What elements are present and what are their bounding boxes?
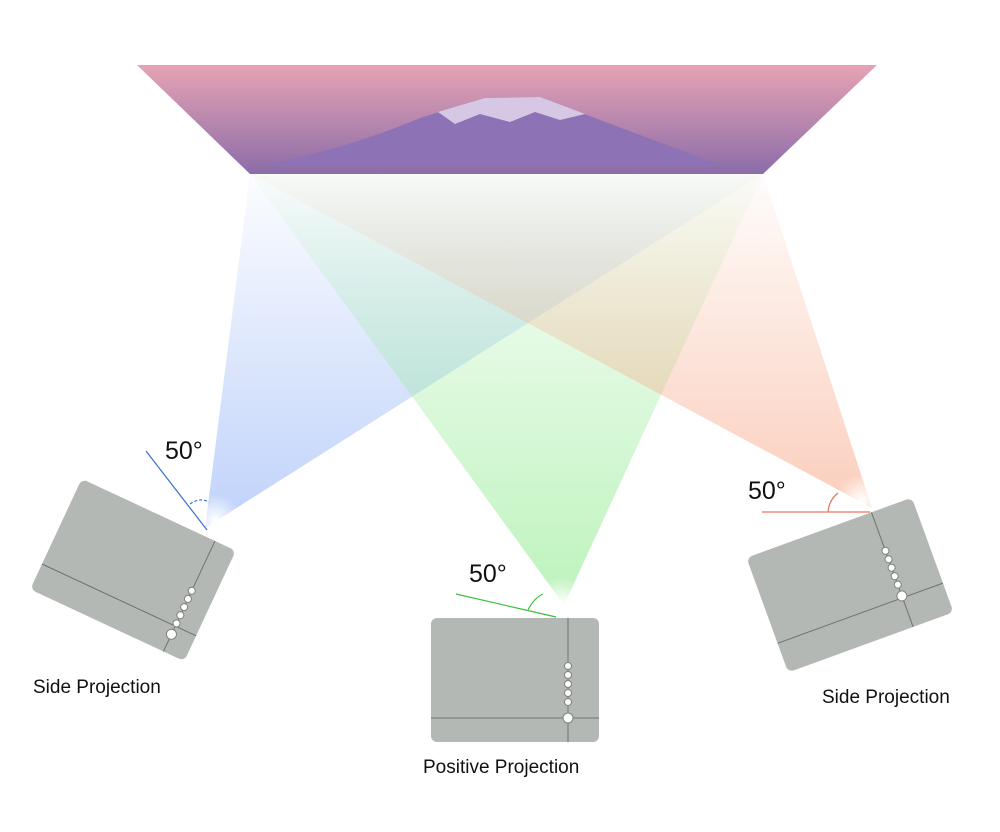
projector-center [431, 618, 599, 742]
angle-label-right: 50° [748, 477, 786, 506]
angle-label-left: 50° [165, 437, 203, 466]
projection-screen [137, 65, 877, 174]
projector-body [431, 618, 599, 742]
caption-center-projector: Positive Projection [423, 757, 579, 779]
projector-right [746, 498, 953, 673]
angle-label-center: 50° [469, 560, 507, 589]
caption-right-projector: Side Projection [822, 687, 950, 709]
caption-left-projector: Side Projection [33, 677, 161, 699]
projector-body [746, 498, 953, 673]
